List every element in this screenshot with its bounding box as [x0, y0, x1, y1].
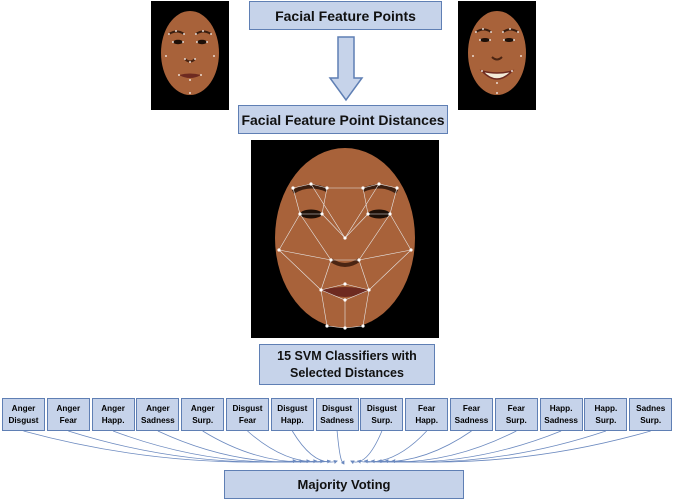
classifier-class-a: Fear	[507, 403, 525, 413]
vote-connector	[350, 430, 383, 465]
classifier-class-b: Surp.	[371, 415, 393, 425]
vote-connector	[363, 430, 472, 464]
classifier-class-b: Sadness	[141, 415, 175, 425]
svm-title-line1: 15 SVM Classifiers with	[277, 348, 417, 363]
face-photo-neutral	[151, 1, 229, 110]
svm-classifiers-box: 15 SVM Classifiers with Selected Distanc…	[259, 344, 435, 385]
face-photo-mesh	[251, 140, 439, 338]
classifier-class-b: Happ.	[415, 415, 439, 425]
classifier-class-b: Fear	[59, 415, 77, 425]
down-arrow	[328, 36, 364, 102]
classifier-class-b: Disgust	[8, 415, 39, 425]
classifier-class-a: Disgust	[277, 403, 308, 413]
classifier-class-b: Fear	[238, 415, 257, 425]
classifier-class-a: Anger	[11, 403, 36, 413]
classifier-class-a: Disgust	[232, 403, 263, 413]
classifier-class-b: Surp.	[640, 415, 662, 425]
classifier-class-a: Anger	[190, 403, 215, 413]
vote-connector	[377, 430, 562, 464]
classifier-class-a: Happ.	[594, 403, 618, 413]
classifier-class-a: Anger	[56, 403, 81, 413]
classifier-class-a: Fear	[462, 403, 481, 413]
vote-connector	[384, 430, 607, 464]
classifier-class-a: Fear	[418, 403, 436, 413]
classifier-class-a: Anger	[146, 403, 170, 413]
vote-connector	[202, 430, 325, 464]
classifier-box: Happ. Surp.	[584, 398, 628, 431]
classifier-class-b: Surp.	[595, 415, 617, 425]
vote-connector	[370, 430, 517, 464]
classifier-class-a: Anger	[101, 403, 125, 413]
classifier-class-a: Disgust	[366, 403, 397, 413]
vote-connector	[391, 430, 651, 464]
classifier-class-b: Happ.	[101, 415, 125, 425]
classifier-class-b: Sadness	[320, 415, 354, 425]
classifier-class-b: Happ.	[280, 415, 304, 425]
classifier-class-b: Sadness	[544, 415, 578, 425]
classifier-class-a: Disgust	[322, 403, 353, 413]
facial-feature-distances-box: Facial Feature Point Distances	[238, 105, 448, 134]
classifier-class-b: Surp.	[192, 415, 214, 425]
vote-connector	[23, 430, 297, 464]
classifier-box: Happ. Sadness	[539, 398, 583, 431]
face-photo-smiling	[458, 1, 536, 110]
classifier-class-a: Happ.	[549, 403, 573, 413]
vote-connector	[112, 430, 311, 464]
svm-title-line2: Selected Distances	[290, 365, 404, 380]
vote-connector	[247, 430, 332, 464]
vote-connector	[291, 430, 338, 464]
vote-connector	[336, 430, 345, 465]
classifier-class-b: Surp.	[505, 415, 527, 425]
facial-feature-points-box: Facial Feature Points	[249, 1, 442, 30]
vote-connector	[356, 430, 427, 464]
classifier-class-b: Sadness	[454, 415, 489, 425]
classifier-class-a: Sadnes	[636, 403, 666, 413]
vote-connector	[68, 430, 304, 464]
voting-connectors	[23, 430, 651, 465]
vote-connector	[157, 430, 318, 464]
majority-voting-box: Majority Voting	[224, 470, 464, 499]
